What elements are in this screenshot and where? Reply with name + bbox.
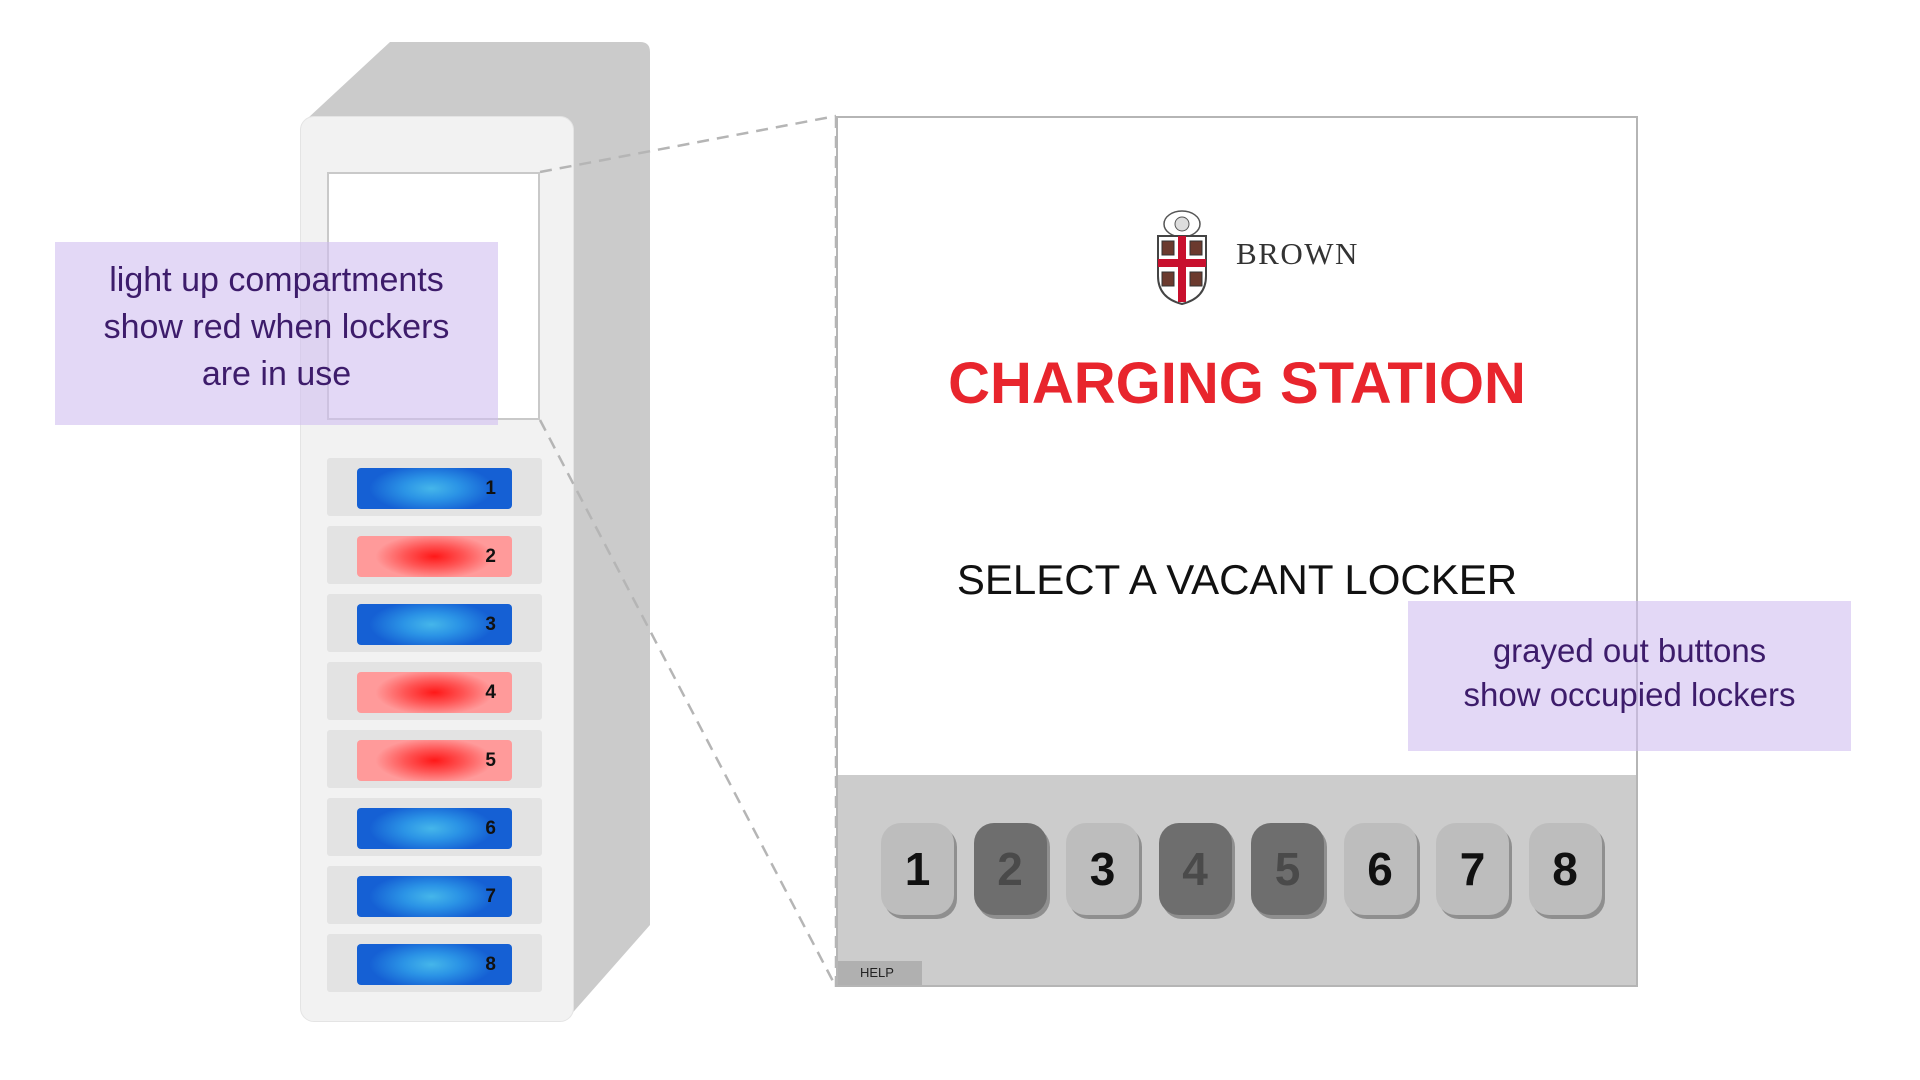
locker-compartment: 1	[327, 458, 542, 516]
compartment-light-vacant: 1	[357, 468, 512, 509]
locker-button-7[interactable]: 7	[1436, 823, 1509, 915]
locker-button-6[interactable]: 6	[1343, 823, 1417, 915]
locker-compartment: 8	[327, 934, 542, 992]
locker-compartment: 2	[327, 526, 542, 584]
compartment-light-vacant: 7	[357, 876, 512, 917]
compartment-light-occupied: 2	[357, 536, 512, 577]
locker-button-2: 2	[973, 823, 1047, 915]
compartment-light-vacant: 6	[357, 808, 512, 849]
locker-compartment: 4	[327, 662, 542, 720]
kiosk-prompt: SELECT A VACANT LOCKER	[956, 556, 1518, 603]
compartment-number: 4	[485, 682, 496, 703]
locker-button-8[interactable]: 8	[1528, 823, 1602, 915]
callout-compartment-lights: light up compartments show red when lock…	[55, 242, 498, 425]
compartment-number: 1	[485, 478, 496, 499]
brown-shield-icon	[1157, 210, 1207, 306]
help-button[interactable]: HELP	[838, 961, 922, 985]
compartment-number: 5	[485, 750, 496, 771]
compartment-number: 2	[485, 546, 496, 567]
callout-line: are in use	[201, 355, 352, 393]
locker-button-3[interactable]: 3	[1066, 823, 1139, 915]
callout-line: grayed out buttons	[1492, 632, 1767, 669]
compartment-number: 6	[485, 818, 496, 839]
compartment-number: 7	[485, 886, 496, 907]
callout-grayed-buttons: grayed out buttons show occupied lockers	[1408, 601, 1851, 751]
compartment-number: 3	[485, 614, 496, 635]
locker-button-5: 5	[1251, 823, 1324, 915]
compartment-light-occupied: 5	[357, 740, 512, 781]
compartment-light-occupied: 4	[357, 672, 512, 713]
brown-logo: BROWN	[1148, 206, 1360, 306]
locker-compartment: 7	[327, 866, 542, 924]
callout-line: show occupied lockers	[1463, 676, 1796, 713]
kiosk-screen: BROWN CHARGING STATION SELECT A VACANT L…	[836, 116, 1638, 987]
compartment-light-vacant: 3	[357, 604, 512, 645]
locker-button-1[interactable]: 1	[881, 823, 954, 915]
compartment-light-vacant: 8	[357, 944, 512, 985]
compartment-number: 8	[485, 954, 496, 975]
locker-compartment: 5	[327, 730, 542, 788]
kiosk-button-bar	[838, 775, 1636, 985]
logo-wordmark: BROWN	[1236, 236, 1359, 271]
locker-compartment: 3	[327, 594, 542, 652]
callout-line: show red when lockers	[103, 308, 450, 346]
kiosk-title: CHARGING STATION	[948, 351, 1526, 416]
locker-compartment: 6	[327, 798, 542, 856]
callout-line: light up compartments	[109, 261, 444, 299]
locker-button-4: 4	[1158, 823, 1232, 915]
